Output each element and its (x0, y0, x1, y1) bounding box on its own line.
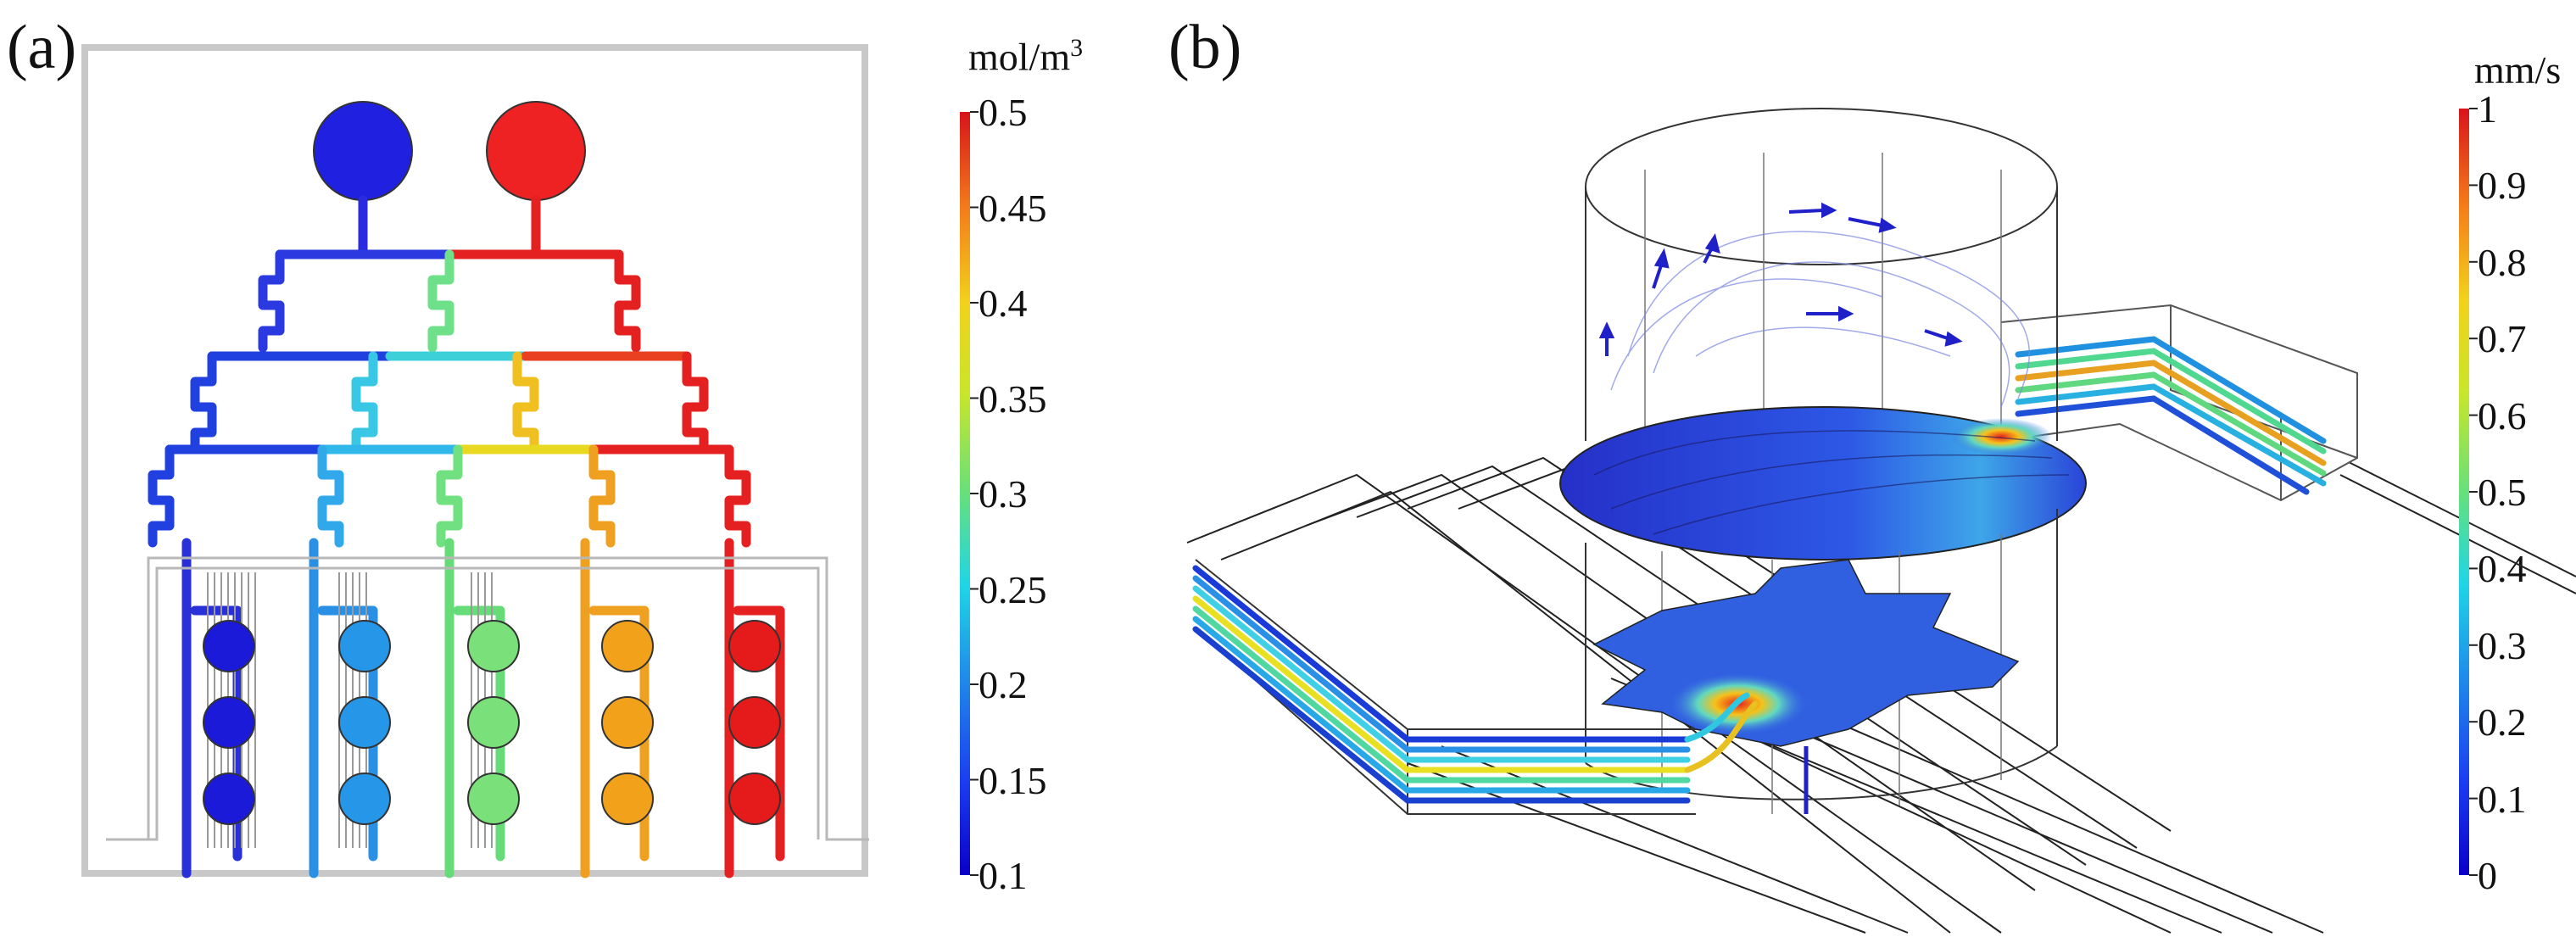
outlet-streamlines (2015, 336, 2327, 495)
colorbar-b-tick-marks (2469, 108, 2478, 876)
colorbar-a-tick-label: 0.3 (979, 472, 1028, 516)
colorbar-a-tick-label: 0.25 (979, 567, 1047, 611)
colorbar-b-tick-label: 0.8 (2478, 240, 2527, 284)
membrane-disc (1559, 406, 2087, 561)
colorbar-b-unit: mm/s (2474, 48, 2562, 92)
colorbar-b-tick-label: 0.3 (2478, 623, 2527, 667)
colorbar-a-tick-label: 0.1 (979, 854, 1028, 897)
panel-b-label: (b) (1168, 13, 1242, 82)
disc-hotspot (1950, 418, 2052, 455)
culture-chambers (203, 620, 781, 825)
colorbar-a-tick-label: 0.45 (979, 186, 1047, 230)
colorbar-a-tick-label: 0.35 (979, 376, 1047, 421)
colorbar-b-tick-label: 0.1 (2478, 777, 2527, 821)
panel-b-3d-view (1186, 108, 2576, 934)
electrode-outline (106, 556, 869, 841)
colorbar-a (960, 112, 970, 875)
gradient-network (148, 195, 785, 878)
panel-a-label: (a) (7, 13, 77, 82)
colorbar-a-tick-label: 0.5 (979, 91, 1028, 134)
upper-reservoir (1585, 108, 2058, 441)
velocity-arrows (1598, 202, 1963, 356)
panel-a-chip (81, 44, 869, 878)
disc-streamlines (1593, 430, 2070, 535)
inlet-low-concentration (313, 101, 413, 201)
colorbar-b-tick-label: 1 (2478, 87, 2497, 131)
inlet-streamlines (1192, 565, 1759, 804)
colorbar-a-tick-label: 0.15 (979, 758, 1047, 802)
colorbar-a-tick-label: 0.2 (979, 663, 1028, 706)
inner-chamber (1592, 559, 2020, 747)
colorbar-b-tick-label: 0.2 (2478, 700, 2527, 745)
chip-outline (81, 44, 868, 877)
colorbar-b-tick-label: 0.5 (2478, 471, 2527, 514)
inlet-high-concentration (486, 101, 586, 201)
reservoir-streamlines (1610, 231, 2031, 408)
colorbar-a-unit: mol/m3 (968, 34, 1084, 79)
colorbar-b-tick-label: 0.7 (2478, 317, 2527, 361)
colorbar-b-tick-label: 0 (2478, 854, 2497, 897)
colorbar-a-tick-marks (970, 111, 979, 876)
colorbar-b (2459, 109, 2469, 875)
colorbar-b-tick-label: 0.9 (2478, 164, 2527, 208)
colorbar-a-tick-label: 0.4 (979, 282, 1028, 325)
colorbar-b-tick-label: 0.6 (2478, 393, 2527, 438)
